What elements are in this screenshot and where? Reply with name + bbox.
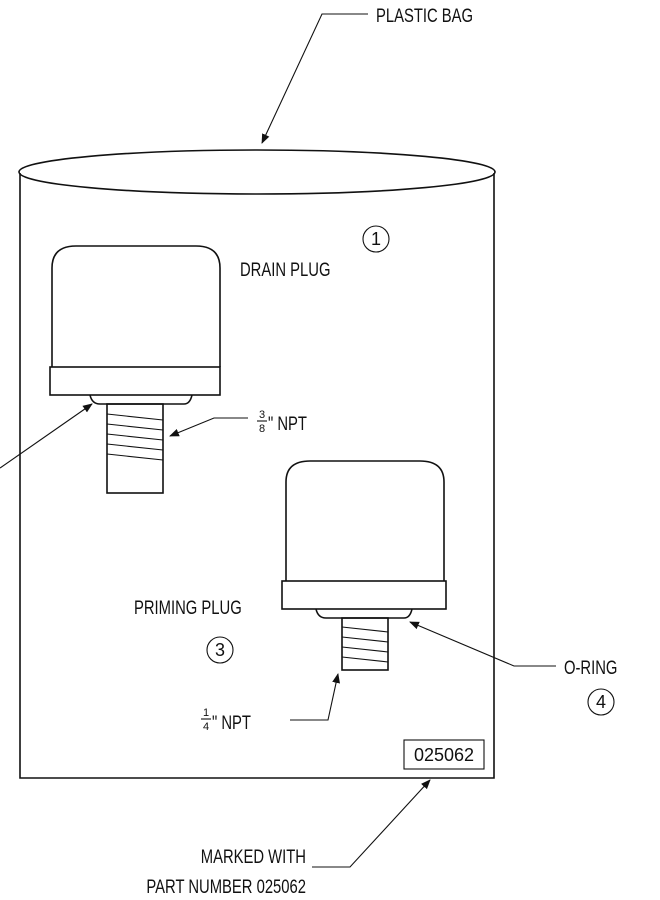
- plastic-bag-callout: PLASTIC BAG: [261, 5, 473, 144]
- priming-npt-label: " NPT: [212, 712, 251, 733]
- part-number-box-text: 025062: [414, 745, 474, 765]
- drain-npt-numerator: 3: [259, 409, 265, 421]
- priming-npt-numerator: 1: [203, 707, 209, 719]
- o-ring-callout: O-RING 4: [409, 621, 617, 716]
- priming-plug-callout-number: 3: [206, 636, 234, 664]
- drain-plug-label: DRAIN PLUG: [240, 259, 330, 280]
- marked-with-label: MARKED WITH: [201, 846, 306, 867]
- priming-plug: [281, 460, 447, 671]
- part-number-box: 025062: [403, 739, 485, 770]
- plastic-bag: [18, 149, 496, 779]
- drain-npt-denominator: 8: [259, 423, 265, 435]
- drain-npt-label: " NPT: [268, 413, 307, 434]
- part-number-label: PART NUMBER 025062: [146, 876, 306, 897]
- svg-text:3: 3: [215, 640, 225, 660]
- svg-text:1: 1: [371, 229, 381, 249]
- priming-plug-threads: [341, 626, 389, 663]
- o-ring-callout-number: 4: [596, 692, 606, 712]
- drain-plug-threads: [106, 413, 164, 461]
- drain-plug: [49, 245, 221, 494]
- priming-plug-label: PRIMING PLUG: [134, 597, 242, 618]
- drain-npt-callout: 3 8 " NPT: [169, 409, 307, 437]
- drain-plug-callout-number: 1: [362, 225, 390, 253]
- drain-oring-leader: [0, 403, 93, 469]
- marked-with-callout: MARKED WITH PART NUMBER 025062: [146, 779, 431, 897]
- priming-npt-denominator: 4: [203, 721, 209, 733]
- o-ring-label: O-RING: [564, 657, 617, 678]
- plastic-bag-label: PLASTIC BAG: [376, 5, 473, 26]
- priming-npt-callout: 1 4 " NPT: [201, 673, 340, 733]
